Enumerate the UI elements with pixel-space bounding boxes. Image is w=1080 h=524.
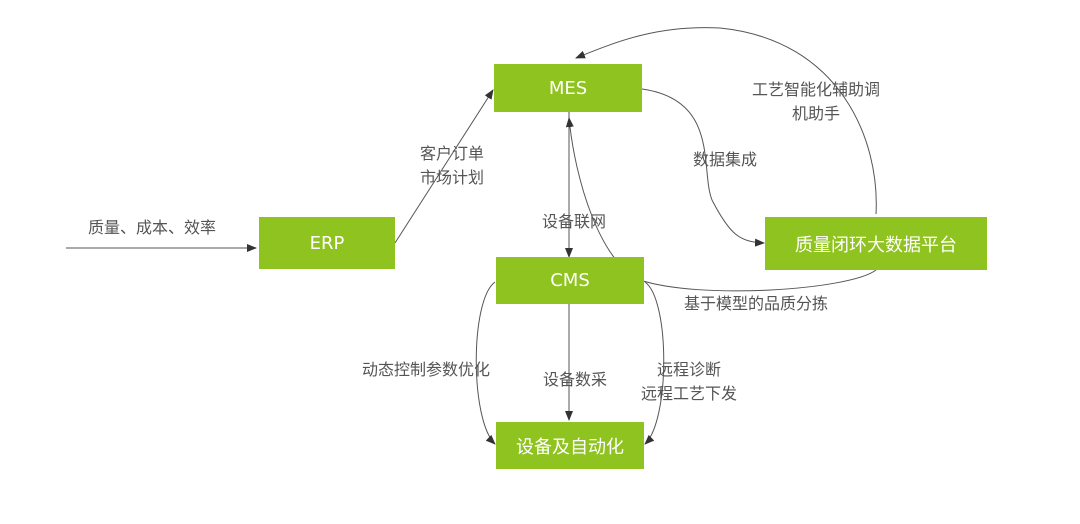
label-line: 工艺智能化辅助调 (752, 80, 881, 99)
edge-platform-to-mes (575, 27, 877, 215)
node-mes[interactable]: MES (494, 64, 642, 112)
label-mes-cms: 设备联网 (542, 212, 607, 231)
label-erp-to-mes: 客户订单 市场计划 (420, 142, 484, 190)
edge-cms-to-equipment-right (644, 281, 665, 445)
node-equipment[interactable]: 设备及自动化 (496, 422, 644, 469)
edge-mes-to-platform (641, 88, 765, 247)
label-mes-to-platform: 数据集成 (693, 150, 758, 169)
label-cms-to-equipment-right: 远程诊断 远程工艺下发 (641, 358, 737, 406)
label-input: 质量、成本、效率 (88, 218, 217, 237)
node-erp[interactable]: ERP (259, 217, 395, 269)
label-line: 客户订单 (420, 144, 485, 163)
label-line: 远程诊断 (657, 360, 722, 379)
label-line: 机助手 (792, 104, 841, 123)
edge-erp-to-mes (394, 89, 494, 244)
node-platform[interactable]: 质量闭环大数据平台 (765, 217, 987, 270)
label-platform-to-mes: 工艺智能化辅助调 机助手 (752, 78, 880, 126)
label-line: 市场计划 (420, 168, 485, 187)
label-cms-equipment: 设备数采 (543, 370, 608, 389)
label-platform-to-cms: 基于模型的品质分拣 (684, 294, 829, 313)
label-cms-to-equipment-left: 动态控制参数优化 (362, 360, 491, 379)
label-line: 远程工艺下发 (641, 384, 738, 403)
node-cms[interactable]: CMS (496, 257, 644, 304)
edge-cms-to-equipment-left (475, 281, 496, 445)
